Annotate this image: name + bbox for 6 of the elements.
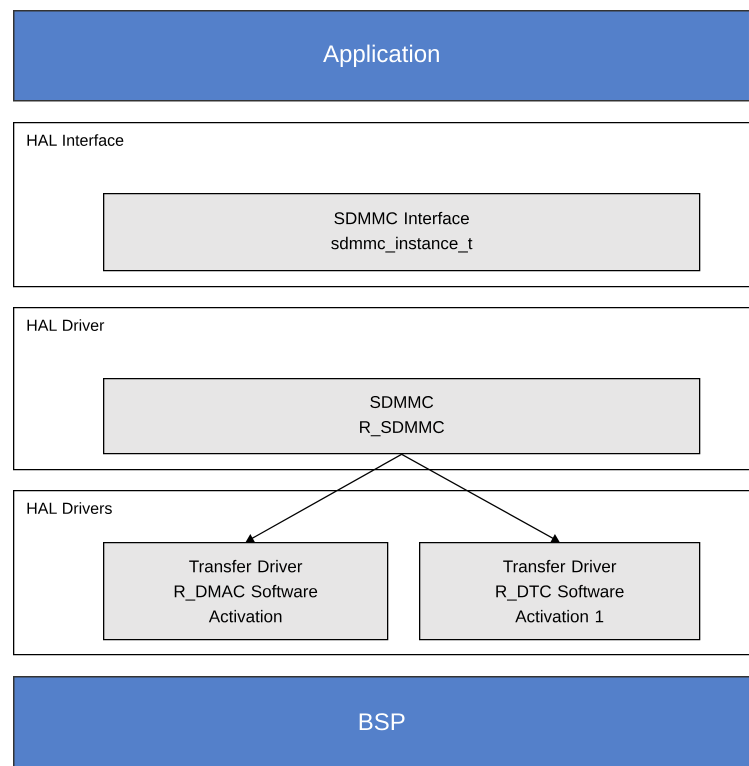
module-box: SDMMC R_SDMMC	[103, 378, 700, 454]
layer-band: BSP	[13, 676, 749, 766]
module-box: Transfer Driver R_DMAC Software Activation	[103, 542, 388, 640]
module-box: SDMMC Interface sdmmc_instance_t	[103, 193, 700, 272]
layer-band: Application	[13, 10, 749, 102]
module-box: Transfer Driver R_DTC Software Activation 1	[419, 542, 700, 640]
